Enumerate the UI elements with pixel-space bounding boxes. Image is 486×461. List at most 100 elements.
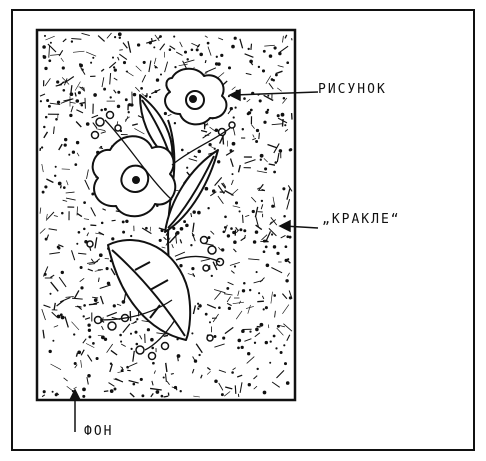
crackle-stroke xyxy=(260,278,264,283)
crackle-stroke xyxy=(65,317,68,328)
crackle-stroke xyxy=(165,62,168,73)
crackle-dot xyxy=(44,273,46,275)
crackle-stroke xyxy=(76,122,81,128)
crackle-stroke xyxy=(95,270,101,271)
crackle-stroke xyxy=(254,376,258,379)
crackle-stroke xyxy=(42,164,44,172)
crackle-stroke xyxy=(283,324,292,332)
crackle-stroke xyxy=(72,322,80,330)
crackle-dot xyxy=(277,252,279,254)
crackle-stroke xyxy=(254,386,257,389)
crackle-dot xyxy=(221,394,223,396)
crackle-stroke xyxy=(91,259,93,262)
crackle-stroke xyxy=(47,235,48,239)
crackle-dot xyxy=(244,283,246,285)
crackle-dot xyxy=(266,264,269,267)
crackle-stroke xyxy=(44,305,51,307)
crackle-dot xyxy=(274,47,276,49)
crackle-stroke xyxy=(272,382,280,387)
crackle-stroke xyxy=(86,52,96,56)
crackle-stroke xyxy=(166,363,167,372)
crackle-stroke xyxy=(275,311,276,318)
crackle-dot xyxy=(72,151,74,153)
crackle-stroke xyxy=(193,305,195,314)
crackle-dot xyxy=(55,166,56,167)
crackle-dot xyxy=(254,342,255,343)
crackle-dot xyxy=(76,100,79,103)
crackle-stroke xyxy=(57,301,64,307)
crackle-stroke xyxy=(233,302,244,304)
crackle-dot xyxy=(263,50,265,52)
crackle-dot xyxy=(260,323,263,326)
crackle-dot xyxy=(283,97,285,99)
crackle-stroke xyxy=(46,179,53,183)
crackle-dot xyxy=(121,341,122,342)
crackle-stroke xyxy=(92,115,98,118)
crackle-stroke xyxy=(281,235,286,238)
crackle-stroke xyxy=(107,33,112,38)
crackle-dot xyxy=(141,88,143,90)
crackle-dot xyxy=(160,36,162,38)
crackle-dot xyxy=(184,51,186,53)
crackle-dot xyxy=(230,150,232,152)
crackle-dot xyxy=(64,144,66,146)
crackle-dot xyxy=(280,352,282,354)
crackle-dot xyxy=(191,49,193,51)
crackle-stroke xyxy=(88,355,92,362)
crackle-dot xyxy=(135,331,137,333)
crackle-dot xyxy=(207,42,209,44)
crackle-dot xyxy=(181,149,183,151)
crackle-dot xyxy=(99,254,102,257)
crackle-stroke xyxy=(277,328,284,335)
crackle-dot xyxy=(233,231,235,233)
crackle-dot xyxy=(271,234,272,235)
crackle-dot xyxy=(285,246,287,248)
crackle-stroke xyxy=(253,135,255,138)
crackle-stroke xyxy=(43,330,44,339)
label-background: ФОН xyxy=(84,424,113,439)
crackle-dot xyxy=(55,394,57,396)
crackle-stroke xyxy=(285,129,288,131)
crackle-dot xyxy=(174,123,175,124)
crackle-stroke xyxy=(87,233,89,236)
crackle-stroke xyxy=(277,88,282,91)
crackle-stroke xyxy=(166,374,167,382)
crackle-stroke xyxy=(244,339,251,342)
crackle-stroke xyxy=(246,73,252,74)
crackle-dot xyxy=(242,330,245,333)
crackle-stroke xyxy=(94,259,100,264)
crackle-stroke xyxy=(49,229,57,230)
crackle-stroke xyxy=(208,47,211,56)
crackle-dot xyxy=(265,341,267,343)
crackle-dot xyxy=(43,46,46,49)
crackle-dot xyxy=(219,307,221,309)
crackle-dot xyxy=(270,362,271,363)
crackle-stroke xyxy=(218,247,220,250)
crackle-dot xyxy=(242,290,244,292)
crackle-dot xyxy=(118,91,120,93)
crackle-dot xyxy=(121,370,123,372)
crackle-stroke xyxy=(176,52,182,55)
crackle-stroke xyxy=(132,124,138,125)
crackle-stroke xyxy=(192,233,195,242)
crackle-dot xyxy=(114,69,116,71)
crackle-dot xyxy=(265,168,267,170)
crackle-dot xyxy=(114,36,115,37)
crackle-stroke xyxy=(40,229,45,234)
crackle-dot xyxy=(126,71,127,72)
crackle-dot xyxy=(286,382,289,385)
crackle-stroke xyxy=(193,273,195,277)
crackle-stroke xyxy=(232,87,236,90)
pointer-pattern-line xyxy=(234,92,318,95)
crackle-dot xyxy=(194,360,196,362)
crackle-stroke xyxy=(114,78,118,80)
crackle-stroke xyxy=(240,39,243,49)
crackle-dot xyxy=(44,126,45,127)
crackle-dot xyxy=(163,377,164,378)
crackle-stroke xyxy=(168,114,172,116)
crackle-dot xyxy=(180,227,183,230)
crackle-dot xyxy=(61,316,64,319)
crackle-dot xyxy=(58,247,60,249)
crackle-dot xyxy=(253,241,256,244)
